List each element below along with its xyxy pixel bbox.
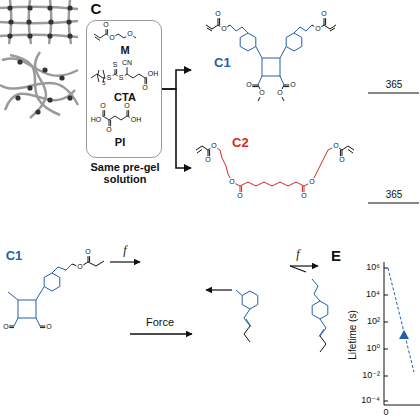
atom-label: O bbox=[289, 81, 296, 89]
atom-label: O bbox=[228, 178, 235, 186]
uv-arrow bbox=[368, 92, 419, 93]
atom-label: O bbox=[236, 192, 243, 200]
arrow-label: Force bbox=[146, 316, 174, 328]
atom-label: O bbox=[300, 192, 307, 200]
atom-label: O bbox=[276, 89, 283, 97]
atom-label: O bbox=[214, 10, 221, 18]
compound-label: PI bbox=[115, 136, 125, 148]
wavelength-label: 365 bbox=[386, 79, 403, 90]
atom-label: O bbox=[332, 142, 339, 150]
tick-label: 10⁶ bbox=[366, 263, 380, 273]
c2-molecule bbox=[196, 146, 354, 195]
atom-label: O bbox=[102, 21, 109, 29]
molecule-node: C2 bbox=[192, 128, 364, 208]
tick-label: 0 bbox=[383, 408, 388, 418]
atom-label: O bbox=[126, 30, 133, 38]
molecule-bonds bbox=[91, 25, 152, 129]
force-symbol: f bbox=[296, 248, 299, 261]
lifetime-chart bbox=[384, 262, 420, 405]
atom-label: CN bbox=[121, 59, 133, 67]
tick-label: 10⁰ bbox=[366, 344, 380, 354]
tick-label: 10⁴ bbox=[366, 290, 380, 300]
crosslink-dot bbox=[7, 5, 72, 114]
atom-label: S bbox=[112, 61, 119, 69]
wavelength-label: 365 bbox=[386, 189, 403, 200]
force-symbol: f bbox=[123, 244, 126, 257]
atom-label: O bbox=[320, 10, 327, 18]
atom-label: O bbox=[123, 102, 130, 110]
atom-label: O bbox=[220, 25, 227, 33]
tick-label: 10² bbox=[367, 317, 380, 327]
tick-label: 10⁻⁴ bbox=[361, 396, 380, 406]
atom-label: O bbox=[84, 248, 91, 256]
atom-label: O bbox=[258, 89, 265, 97]
atom-label: O bbox=[105, 126, 112, 134]
atom-label: O bbox=[76, 263, 83, 271]
tick-label: 10⁻² bbox=[362, 371, 380, 381]
reaction-arrow bbox=[162, 89, 191, 168]
atom-label: OH bbox=[130, 116, 143, 124]
atom-label: O bbox=[45, 323, 52, 331]
force-arrow bbox=[130, 333, 192, 335]
cleaved-products bbox=[206, 266, 328, 352]
atom-label: S bbox=[106, 74, 113, 82]
atom-label: HO bbox=[90, 116, 103, 124]
compound-label: C1 bbox=[6, 249, 23, 263]
atom-label: OH bbox=[147, 70, 160, 78]
molecule-node: C1 bbox=[192, 20, 364, 120]
atom-label: O bbox=[204, 156, 211, 164]
atom-label: O bbox=[2, 323, 9, 331]
panel-letter: E bbox=[331, 248, 341, 265]
atom-label: O bbox=[99, 102, 106, 110]
atom-label: O bbox=[245, 81, 252, 89]
panel-caption: Same pre-gel solution bbox=[75, 161, 175, 185]
c1-mechanophore bbox=[6, 253, 140, 328]
atom-label: O bbox=[108, 34, 115, 42]
compound-label: C1 bbox=[214, 56, 231, 70]
panel-letter: C bbox=[91, 1, 102, 18]
uv-arrow bbox=[368, 202, 419, 203]
axis-title: Lifetime (s) bbox=[347, 310, 358, 359]
atom-label: O bbox=[314, 25, 321, 33]
compound-label: M bbox=[120, 44, 129, 56]
c1-molecule bbox=[206, 15, 336, 101]
reaction-arrow bbox=[162, 70, 191, 89]
network-sketch bbox=[0, 0, 78, 118]
atom-label: O bbox=[210, 142, 217, 150]
atom-label: O bbox=[141, 84, 148, 92]
atom-label: O bbox=[338, 156, 345, 164]
atom-label: O bbox=[308, 178, 315, 186]
compound-label: C2 bbox=[232, 136, 249, 150]
atom-label: S bbox=[118, 74, 125, 82]
